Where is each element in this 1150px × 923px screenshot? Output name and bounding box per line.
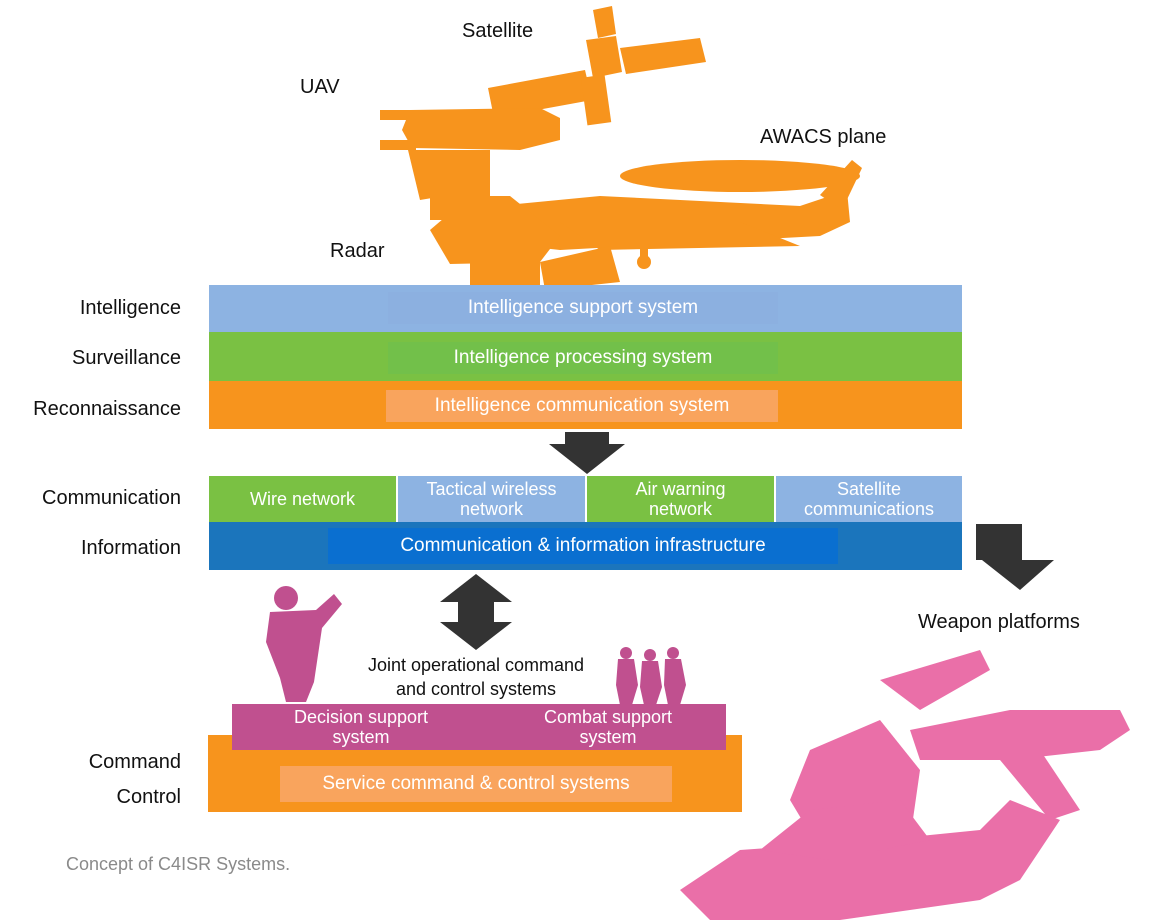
- intelligence-processing-system: Intelligence processing system: [388, 342, 778, 374]
- surveillance-label: Surveillance: [72, 347, 181, 369]
- joint-command-label: Joint operational command and control sy…: [367, 655, 585, 699]
- communication-label: Communication: [42, 487, 181, 509]
- figure-caption: Concept of C4ISR Systems.: [66, 854, 291, 874]
- combat-support-system: Combat support system: [490, 704, 726, 750]
- reconnaissance-label: Reconnaissance: [33, 398, 181, 420]
- satellite-icon: [488, 6, 706, 126]
- control-label: Control: [116, 786, 181, 808]
- awacs-plane-label: AWACS plane: [760, 126, 887, 148]
- intelligence-communication-system: Intelligence communication system: [386, 390, 778, 422]
- command-label: Command: [88, 751, 181, 773]
- isr-assets-illustration: [380, 6, 862, 290]
- communication-information-infrastructure: Communication & information infrastructu…: [328, 528, 838, 564]
- radar-label: Radar: [330, 240, 385, 262]
- arrow-down-right-icon: [976, 524, 1054, 590]
- weapon-platforms-label: Weapon platforms: [918, 611, 1080, 633]
- tactical-wireless-network: Tactical wireless network: [398, 476, 585, 522]
- weapon-platforms-icon: [680, 650, 1130, 920]
- satellite-communications: Satellite communications: [776, 476, 962, 522]
- troops-icon: [616, 647, 686, 705]
- service-command-control-systems: Service command & control systems: [280, 766, 672, 802]
- arrow-down-icon: [549, 432, 625, 474]
- radar-icon: [430, 150, 620, 290]
- soldier-icon: [266, 586, 342, 702]
- decision-support-system: Decision support system: [232, 704, 490, 750]
- uav-label: UAV: [300, 76, 340, 98]
- wire-network: Wire network: [209, 476, 396, 522]
- information-label: Information: [80, 537, 181, 559]
- arrow-updown-icon: [440, 574, 512, 650]
- satellite-label: Satellite: [462, 20, 534, 42]
- intelligence-label: Intelligence: [79, 297, 181, 319]
- intelligence-support-system: Intelligence support system: [388, 292, 778, 324]
- air-warning-network: Air warning network: [587, 476, 774, 522]
- network-row: Wire network Tactical wireless network A…: [209, 476, 962, 522]
